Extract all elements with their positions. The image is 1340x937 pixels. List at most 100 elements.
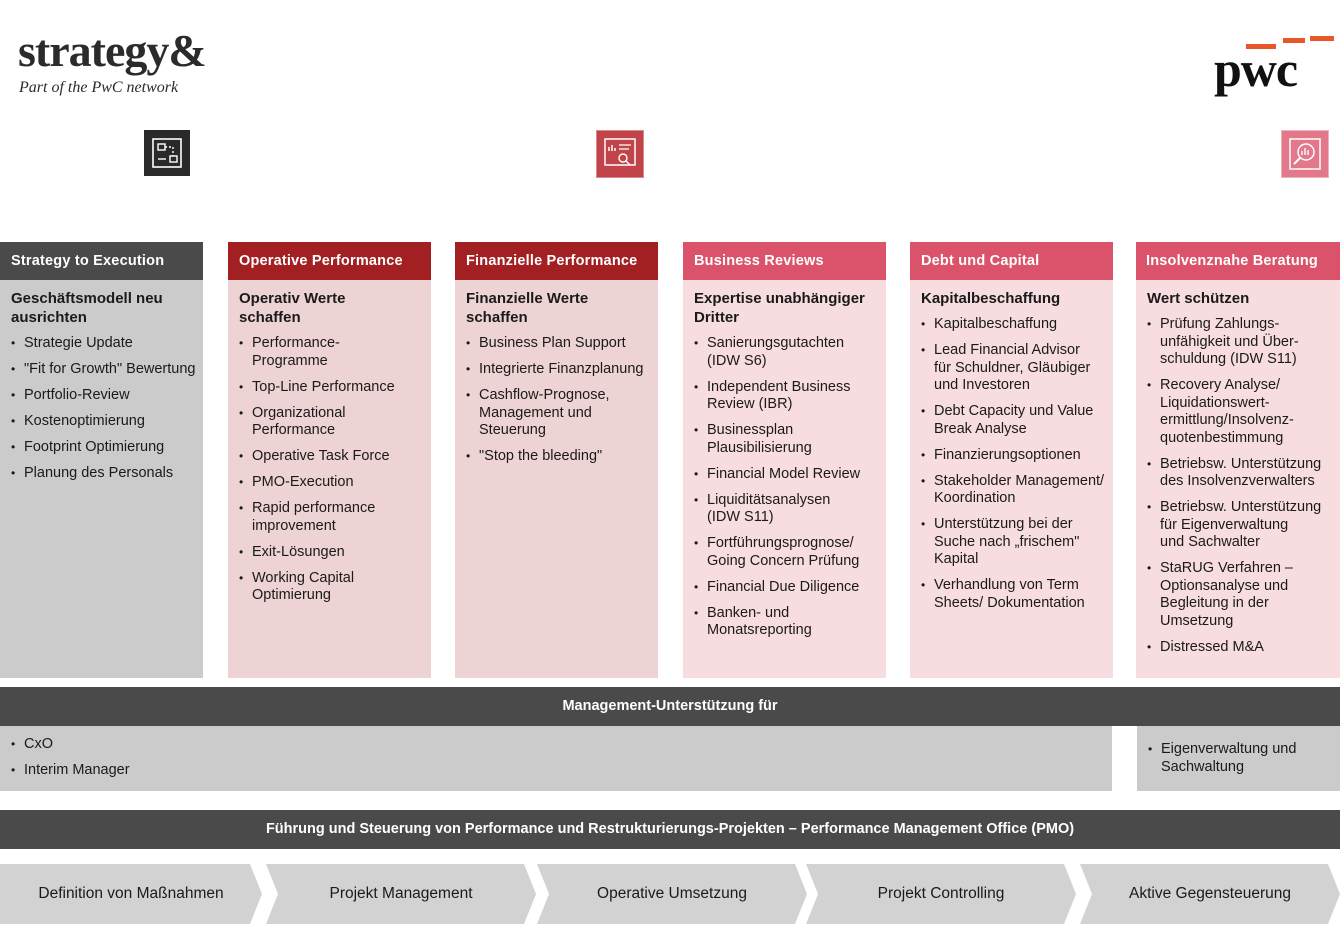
pwc-logo-bar	[1246, 44, 1276, 49]
brand-tagline: Part of the PwC network	[19, 79, 179, 96]
list-item: Fortführungsprognose/ Going Concern Prüf…	[694, 535, 880, 570]
process-step-4: Projekt Controlling	[806, 864, 1076, 924]
list-item: Debt Capacity und Value Break Analyse	[921, 403, 1107, 438]
category-performance-operational-restructuring: Performance und Operational Restructurin…	[228, 130, 657, 229]
flowchart-icon	[144, 130, 190, 176]
list-item: Cashflow-Prognose, Management und Steuer…	[466, 387, 652, 440]
list-item: Interim Manager	[11, 762, 1112, 780]
pmo-band-title: Führung und Steuerung von Performance un…	[0, 810, 1340, 849]
pwc-logo-bar	[1310, 36, 1334, 41]
list-item: Banken- und Monatsreporting	[694, 605, 880, 640]
list-item: Betriebsw. Unterstützung für Eigenverwal…	[1147, 499, 1334, 552]
list-item: Stakeholder Management/ Koordination	[921, 473, 1107, 508]
list-item: Prüfung Zahlungs- unfähigkeit und Über- …	[1147, 316, 1334, 369]
list-item: Unterstützung bei der Suche nach „frisch…	[921, 516, 1107, 569]
column-subtitle: Kapitalbeschaffung	[921, 290, 1061, 307]
management-left-panel: CxO Interim Manager	[0, 726, 1112, 791]
list-item: Top-Line Performance	[239, 379, 425, 397]
column-debt-und-capital: Debt und Capital Kapitalbeschaffung Kapi…	[910, 242, 1113, 678]
list-item: Financial Model Review	[694, 466, 880, 484]
list-item: Planung des Personals	[11, 465, 197, 483]
analytics-report-icon	[596, 130, 644, 178]
column-items: Sanierungsgutachten (IDW S6) Independent …	[694, 335, 880, 640]
list-item: "Fit for Growth" Bewertung	[11, 361, 197, 379]
category-label: Strategische Neuausrichtung	[14, 167, 170, 213]
list-item: Recovery Analyse/ Liquidationswert- ermi…	[1147, 377, 1334, 447]
column-items: Strategie Update "Fit for Growth" Bewertu…	[11, 335, 197, 483]
list-item: Performance- Programme	[239, 335, 425, 370]
column-body: Operativ Werte schaffen Performance- Pro…	[228, 280, 431, 678]
column-business-reviews: Business Reviews Expertise unabhängiger …	[683, 242, 886, 678]
column-body: Wert schützen Prüfung Zahlungs- unfähigk…	[1136, 280, 1340, 678]
category-strategische-neuausrichtung: Strategische Neuausrichtung	[0, 130, 204, 229]
column-body: Kapitalbeschaffung KapitalbeschaffungLea…	[910, 280, 1113, 678]
list-item: StaRUG Verfahren – Optionsanalyse und Be…	[1147, 560, 1334, 630]
column-body: Finanzielle Werte schaffen Business Plan…	[455, 280, 658, 678]
management-right-panel: Eigenverwaltung und Sachwaltung	[1137, 726, 1340, 791]
process-step-label: Operative Umsetzung	[597, 885, 747, 902]
column-subtitle: Operativ Werte schaffen	[239, 290, 346, 326]
pwc-logo: pwc	[1214, 41, 1298, 97]
column-finanzielle-performance: Finanzielle Performance Finanzielle Wert…	[455, 242, 658, 678]
list-item: Eigenverwaltung und Sachwaltung	[1148, 741, 1340, 776]
list-item: Kostenoptimierung	[11, 413, 197, 431]
column-items: KapitalbeschaffungLead Financial Advisor…	[921, 316, 1107, 612]
list-item: Verhandlung von Term Sheets/ Dokumentati…	[921, 577, 1107, 612]
category-label: Financial Restructuring	[910, 167, 1044, 213]
column-subtitle: Wert schützen	[1147, 290, 1250, 307]
column-subtitle: Geschäftsmodell neu ausrichten	[11, 290, 163, 326]
list-item: Integrierte Finanzplanung	[466, 361, 652, 379]
list-item: Financial Due Diligence	[694, 579, 880, 597]
list-item: Businessplan Plausibilisierung	[694, 422, 880, 457]
management-band-title: Management-Unterstützung für	[0, 687, 1340, 726]
process-step-label: Projekt Controlling	[877, 885, 1005, 902]
list-item: Organizational Performance	[239, 405, 425, 440]
column-body: Geschäftsmodell neu ausrichten Strategie…	[0, 280, 203, 678]
list-item: Portfolio-Review	[11, 387, 197, 405]
column-title: Operative Performance	[228, 242, 431, 280]
category-label: Performance und Operational Restructurin…	[330, 167, 583, 213]
list-item: Distressed M&A	[1147, 639, 1334, 657]
category-financial-restructuring: Financial Restructuring	[683, 130, 1340, 229]
strategy-and-logo: strategy&	[18, 25, 207, 76]
magnify-chart-icon	[1281, 130, 1329, 178]
column-items: Prüfung Zahlungs- unfähigkeit und Über- …	[1147, 316, 1334, 656]
process-step-label: Aktive Gegensteuerung	[1129, 885, 1291, 902]
list-item: Rapid performance improvement	[239, 500, 425, 535]
column-strategy-to-execution: Strategy to Execution Geschäftsmodell ne…	[0, 242, 203, 678]
column-title: Finanzielle Performance	[455, 242, 658, 280]
process-step-5: Aktive Gegensteuerung	[1080, 864, 1340, 924]
list-item: Strategie Update	[11, 335, 197, 353]
column-operative-performance: Operative Performance Operativ Werte sch…	[228, 242, 431, 678]
list-item: Lead Financial Advisor für Schuldner, Gl…	[921, 342, 1107, 395]
column-title: Strategy to Execution	[0, 242, 203, 280]
list-item: Finanzierungsoptionen	[921, 447, 1107, 465]
list-item: Exit-Lösungen	[239, 544, 425, 562]
column-insolvenznahe-beratung: Insolvenznahe Beratung Wert schützen Prü…	[1136, 242, 1340, 678]
process-step-3: Operative Umsetzung	[537, 864, 807, 924]
list-item: Independent Business Review (IBR)	[694, 379, 880, 414]
column-body: Expertise unabhängiger Dritter Sanierung…	[683, 280, 886, 678]
list-item: Sanierungsgutachten (IDW S6)	[694, 335, 880, 370]
list-item: "Stop the bleeding"	[466, 448, 652, 466]
pwc-logo-bar	[1283, 38, 1305, 43]
list-item: Betriebsw. Unterstützung des Insolvenzve…	[1147, 456, 1334, 491]
management-left-items: CxO Interim Manager	[11, 736, 1112, 780]
process-step-label: Definition von Maßnahmen	[38, 885, 224, 902]
column-items: Business Plan SupportIntegrierte Finanzp…	[466, 335, 652, 466]
list-item: Kapitalbeschaffung	[921, 316, 1107, 334]
list-item: PMO-Execution	[239, 474, 425, 492]
list-item: Business Plan Support	[466, 335, 652, 353]
list-item: Liquiditätsanalysen (IDW S11)	[694, 492, 880, 527]
column-title: Debt und Capital	[910, 242, 1113, 280]
column-subtitle: Expertise unabhängiger Dritter	[694, 290, 865, 326]
management-right-items: Eigenverwaltung und Sachwaltung	[1148, 741, 1340, 776]
process-step-2: Projekt Management	[266, 864, 536, 924]
list-item: Working Capital Optimierung	[239, 570, 425, 605]
list-item: CxO	[11, 736, 1112, 754]
column-items: Performance- ProgrammeTop-Line Performan…	[239, 335, 425, 605]
list-item: Footprint Optimierung	[11, 439, 197, 457]
column-title: Insolvenznahe Beratung	[1136, 242, 1340, 280]
process-step-label: Projekt Management	[329, 885, 473, 902]
process-step-1: Definition von Maßnahmen	[0, 864, 262, 924]
